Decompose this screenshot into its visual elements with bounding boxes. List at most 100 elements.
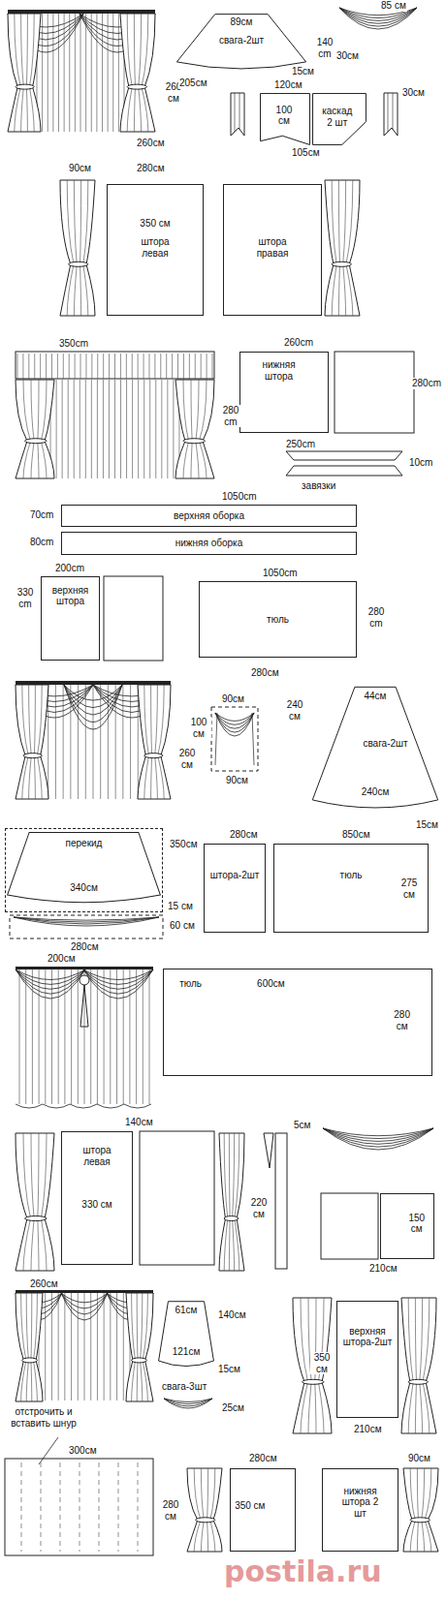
pleat-line xyxy=(74,13,76,132)
curtain-pleat xyxy=(200,1469,204,1554)
pleat-line xyxy=(90,970,92,1106)
swag-fold xyxy=(15,970,86,1000)
curtain-outline xyxy=(15,1134,55,1273)
curtain-pleat xyxy=(416,1469,418,1554)
swag-fold xyxy=(63,685,123,701)
curtain-pleat xyxy=(410,1469,415,1554)
pleat-line xyxy=(102,380,104,479)
pleat-line xyxy=(120,353,122,380)
pleat-line xyxy=(101,13,103,132)
pleat-line xyxy=(68,353,70,380)
pleat-line xyxy=(85,13,87,132)
tieback xyxy=(15,84,34,90)
curtain-drape xyxy=(219,1134,245,1273)
curtain-outline xyxy=(15,685,49,800)
curtain-pleat xyxy=(73,180,77,317)
curtain-pleat xyxy=(127,13,132,132)
curtain-pleat xyxy=(21,1294,27,1403)
curtain-drape xyxy=(15,1134,55,1273)
dimension-label: 15см xyxy=(290,65,316,78)
pattern-piece: штора левая330 см xyxy=(61,1132,133,1267)
piece-label: 280 см xyxy=(386,1010,416,1033)
leader-line xyxy=(38,1438,59,1466)
piece-label: 340см xyxy=(69,883,98,895)
dimension-label: 350 см xyxy=(310,1353,334,1376)
pleat-line xyxy=(109,970,111,1106)
dimension-label: 280см xyxy=(69,942,100,955)
pleat-line xyxy=(77,1294,79,1402)
piece-label: перекид xyxy=(65,839,103,852)
pleat-line xyxy=(128,970,130,1106)
piece-outline-path xyxy=(176,14,306,69)
tieback xyxy=(331,261,351,267)
tieback xyxy=(25,1217,47,1223)
curtain-pleat xyxy=(131,1294,136,1403)
pleat-line xyxy=(63,1294,65,1402)
piece-label: 61см xyxy=(175,1306,198,1318)
pleat-line xyxy=(160,380,162,479)
strip-piece xyxy=(275,1134,287,1271)
pleat-line xyxy=(114,380,116,479)
dimension-label: 280см xyxy=(248,1454,279,1466)
tieback xyxy=(131,1359,148,1365)
pleat-line xyxy=(63,353,64,380)
piece-label: каскад 2 шт xyxy=(321,105,352,128)
hem-line xyxy=(15,1105,152,1110)
pleat-line xyxy=(126,353,128,380)
pleat-line xyxy=(137,685,139,800)
pleat-line xyxy=(70,970,72,1106)
dimension-label: 90см xyxy=(407,1454,432,1466)
pleat-line xyxy=(52,13,54,132)
pleat-line xyxy=(47,685,49,800)
dimension-label: 140см xyxy=(217,1310,248,1323)
strip-piece xyxy=(263,1134,274,1170)
curtain-pleat xyxy=(191,380,192,479)
pleat-line xyxy=(79,380,81,479)
curtain-pleat xyxy=(40,1134,47,1273)
pleat-line xyxy=(22,353,24,380)
dimension-label: 30см xyxy=(335,50,360,63)
pleat-line xyxy=(135,970,137,1106)
dimension-label: 120см xyxy=(273,79,304,92)
pleat-line xyxy=(149,380,151,479)
swag-knot xyxy=(79,976,90,987)
piece-label: 350 см xyxy=(139,218,170,230)
dimension-label: 350см xyxy=(168,839,199,852)
curtain-pleat xyxy=(23,380,32,479)
dimension-label: 210см xyxy=(368,1264,399,1276)
dimension-label: 1050cm xyxy=(221,491,258,504)
dimension-label: 1050cm xyxy=(261,568,299,580)
jabot-line xyxy=(215,713,255,766)
curtain-outline xyxy=(219,1134,245,1273)
pleat-line xyxy=(91,380,93,479)
curtain-drape xyxy=(175,380,215,479)
piece-label: 600см xyxy=(256,980,286,992)
curtain-outline xyxy=(15,380,55,479)
curtain-pleat xyxy=(31,380,34,479)
pattern-outline xyxy=(4,1460,154,1558)
dashed-outline xyxy=(211,707,258,772)
piece-outline-path xyxy=(7,832,161,903)
curtain-pleat xyxy=(142,1294,148,1403)
piece-label: штора-2шт xyxy=(210,870,260,883)
pleat-line xyxy=(51,353,53,380)
curtain-pleat xyxy=(343,180,347,317)
pleat-line xyxy=(93,685,95,800)
curtain-drape xyxy=(7,13,41,132)
swag-pattern-piece: 100 см xyxy=(259,93,311,146)
pleat-line xyxy=(41,13,43,132)
swag-fold xyxy=(61,1294,108,1316)
piece-label: верхняя штора-2шт xyxy=(343,1326,393,1349)
curtain-outline xyxy=(401,1299,437,1435)
pleat-line xyxy=(63,13,65,132)
piece-label: нижняя штора 2 шт xyxy=(341,1486,380,1521)
dimension-label: 100 см xyxy=(186,717,212,740)
swag-fold xyxy=(15,970,86,995)
pleat-line xyxy=(107,13,109,132)
dimension-label: 210см xyxy=(352,1425,383,1437)
pleat-line xyxy=(77,970,79,1106)
valance xyxy=(15,351,215,380)
curtain-drape xyxy=(401,1299,437,1435)
dimension-label: 280cm xyxy=(411,378,443,390)
tieback xyxy=(127,84,147,90)
